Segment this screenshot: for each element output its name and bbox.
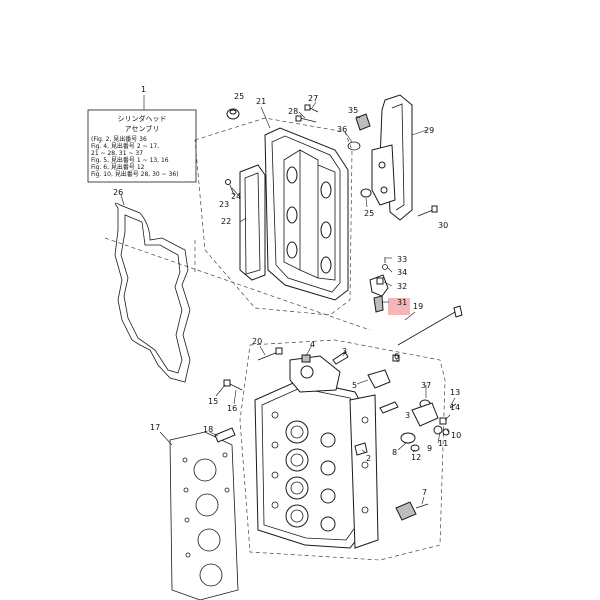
note-line-2: Fig. 4, 見出番号 2 ~ 17, bbox=[91, 142, 159, 150]
bracket bbox=[371, 94, 413, 221]
callout-4: 4 bbox=[310, 340, 315, 349]
callout-28: 28 bbox=[288, 107, 298, 116]
o-ring-36 bbox=[347, 141, 361, 151]
callout-8: 8 bbox=[392, 448, 397, 457]
cylinder-head-cover bbox=[264, 127, 349, 301]
callout-19: 19 bbox=[413, 302, 423, 311]
long-bolt-19 bbox=[397, 305, 463, 346]
callout-17: 17 bbox=[150, 423, 160, 432]
callout-6: 6 bbox=[394, 352, 399, 361]
thermostat-37 bbox=[411, 399, 443, 435]
callout-9: 9 bbox=[427, 444, 432, 453]
plug-2 bbox=[354, 442, 368, 456]
head-cover-group-outline bbox=[194, 117, 353, 316]
sensor-assembly bbox=[369, 257, 410, 315]
callout-18: 18 bbox=[203, 425, 213, 434]
callout-3-top: 3 bbox=[342, 347, 347, 356]
bolt-15-16 bbox=[223, 379, 243, 391]
plug-5 bbox=[367, 369, 391, 389]
callout-31: 31 bbox=[397, 298, 407, 307]
cover-plate bbox=[239, 164, 266, 281]
callout-14: 14 bbox=[450, 403, 460, 412]
note-line-5: Fig. 6, 見出番号 12 bbox=[91, 163, 145, 171]
note-line-3: 21 ~ 28, 31 ~ 37 bbox=[91, 150, 143, 157]
assembly-note-box bbox=[87, 109, 197, 183]
callout-5: 5 bbox=[352, 381, 357, 390]
callout-21: 21 bbox=[256, 97, 266, 106]
plug-4 bbox=[301, 354, 311, 363]
callout-27: 27 bbox=[308, 94, 318, 103]
callout-16: 16 bbox=[227, 404, 237, 413]
cylinder-head-group-outline bbox=[239, 339, 446, 561]
callout-12: 12 bbox=[411, 453, 421, 462]
callout-7: 7 bbox=[422, 488, 427, 497]
callout-numbers: 21 25 27 28 35 36 29 25 23 24 22 26 30 3… bbox=[113, 92, 461, 497]
callout-24: 24 bbox=[231, 192, 241, 201]
cover-gasket bbox=[114, 202, 191, 383]
callout-1: 1 bbox=[141, 85, 146, 94]
part-31-highlight bbox=[388, 298, 410, 315]
note-title-line1: シリンダヘッド bbox=[118, 114, 167, 123]
callout-29: 29 bbox=[424, 126, 434, 135]
grommet-25-side bbox=[360, 188, 372, 198]
dowel-18 bbox=[214, 427, 236, 443]
stud-20 bbox=[257, 347, 283, 361]
callout-10: 10 bbox=[451, 431, 461, 440]
callout-20: 20 bbox=[252, 337, 262, 346]
callout-25-top: 25 bbox=[234, 92, 244, 101]
cap-35 bbox=[355, 113, 371, 131]
callout-22: 22 bbox=[221, 217, 231, 226]
callout-36: 36 bbox=[337, 125, 347, 134]
note-title-line2: アセンブリ bbox=[125, 124, 160, 133]
callout-32: 32 bbox=[397, 282, 407, 291]
bolt-30 bbox=[417, 205, 438, 217]
assembly-note: 1 シリンダヘッド アセンブリ (Fig. 2, 見出番号 36 Fig. 4,… bbox=[87, 85, 197, 183]
callout-11: 11 bbox=[438, 439, 448, 448]
callout-3-mid: 3 bbox=[405, 411, 410, 420]
leader-lines bbox=[120, 101, 456, 505]
alignment-line-1 bbox=[104, 237, 371, 331]
callout-25-side: 25 bbox=[364, 209, 374, 218]
callout-33: 33 bbox=[397, 255, 407, 264]
sensor-8-12 bbox=[400, 432, 420, 452]
note-line-4: Fig. 5, 見出番号 1 ~ 13, 16 bbox=[91, 156, 169, 164]
callout-26: 26 bbox=[113, 188, 123, 197]
callout-15: 15 bbox=[208, 397, 218, 406]
callout-23: 23 bbox=[219, 200, 229, 209]
note-line-6: Fig. 10, 見出番号 28, 30 ~ 36) bbox=[91, 170, 179, 178]
screw-23-24 bbox=[225, 179, 235, 196]
dowel-3-mid bbox=[379, 401, 399, 414]
anode-7 bbox=[395, 501, 429, 521]
callout-2: 2 bbox=[366, 454, 371, 463]
callout-30: 30 bbox=[438, 221, 448, 230]
bolt-28 bbox=[295, 115, 317, 123]
note-line-1: (Fig. 2, 見出番号 36 bbox=[91, 135, 147, 143]
bolt-27 bbox=[304, 104, 319, 113]
callout-37: 37 bbox=[421, 381, 431, 390]
cylinder-head bbox=[254, 355, 379, 549]
grommet-25-top bbox=[226, 108, 240, 120]
callout-34: 34 bbox=[397, 268, 407, 277]
callout-13: 13 bbox=[450, 388, 460, 397]
callout-35: 35 bbox=[348, 106, 358, 115]
head-gasket bbox=[169, 431, 239, 600]
dowel-3-top bbox=[332, 351, 349, 365]
